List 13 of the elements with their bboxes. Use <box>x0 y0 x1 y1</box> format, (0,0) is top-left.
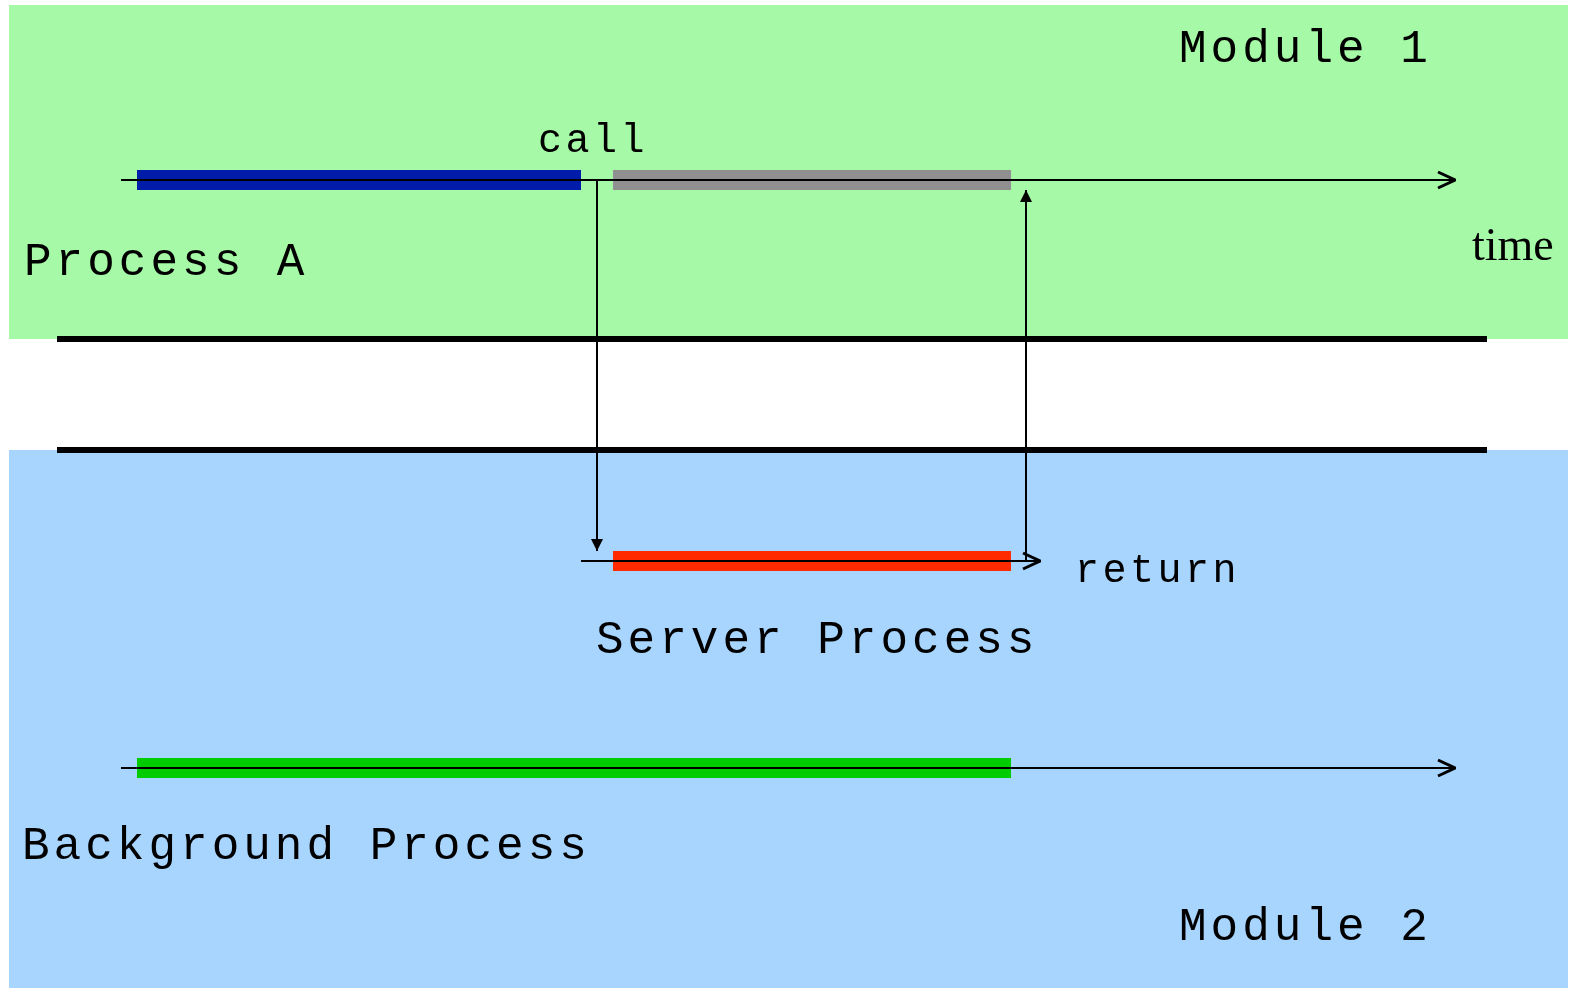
activity-bar <box>137 170 581 190</box>
axis-label: time <box>1472 222 1554 268</box>
activity-bar <box>137 758 1011 778</box>
edge-label: call <box>538 122 648 162</box>
module-label: Module 2 <box>1179 905 1432 951</box>
process-label: Process A <box>24 240 309 286</box>
edge-label: return <box>1075 552 1241 592</box>
module-label: Module 1 <box>1179 27 1432 73</box>
process-label: Server Process <box>596 618 1039 664</box>
module-band <box>9 450 1568 988</box>
process-label: Background Process <box>22 824 591 870</box>
activity-bar <box>613 170 1011 190</box>
module-band <box>9 5 1568 339</box>
